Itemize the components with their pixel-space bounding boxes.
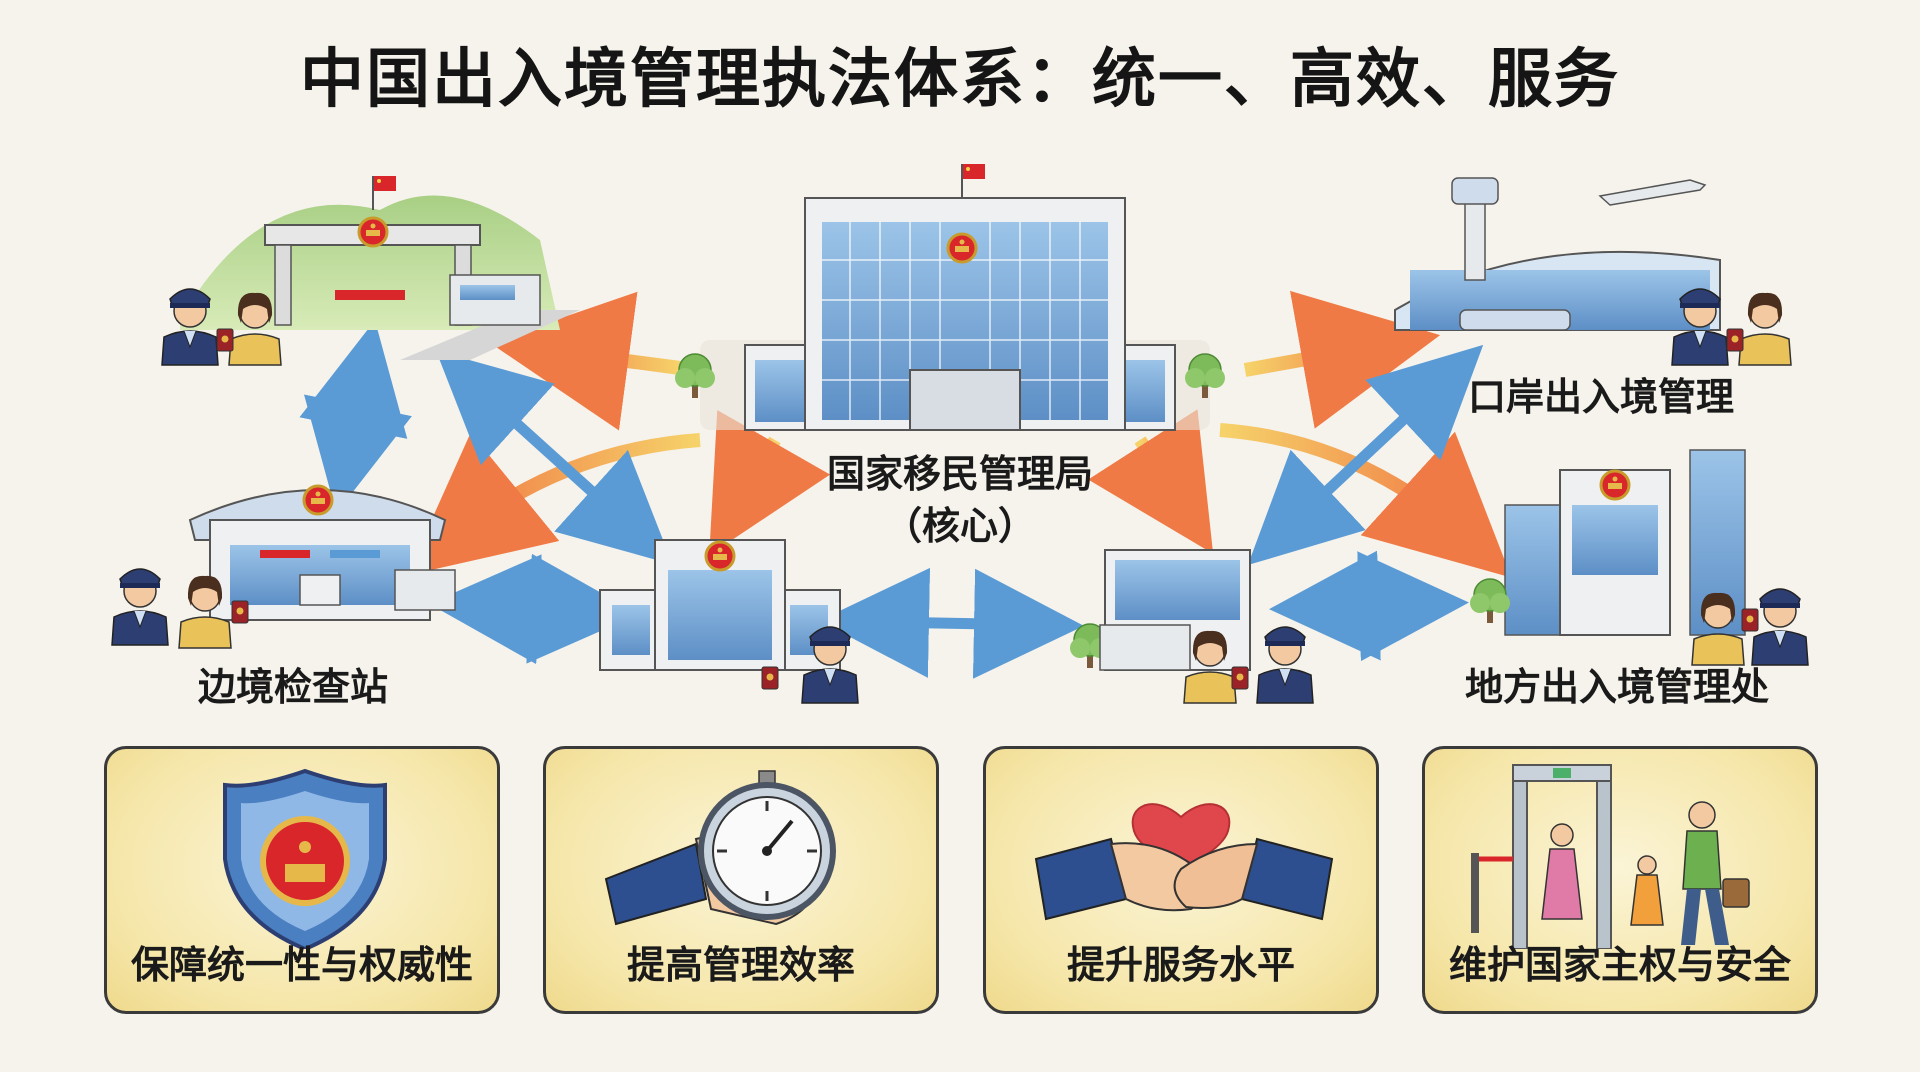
benefit-card-efficiency: 提高管理效率: [543, 746, 939, 1014]
benefit-card-service: 提升服务水平: [983, 746, 1379, 1014]
border-checkpoint-gate-scene: [161, 175, 580, 366]
national-immigration-hq-building: [674, 163, 1226, 431]
port-node-label: 口岸出入境管理: [1468, 375, 1735, 419]
arrow-center-to-border-checkpoint: [489, 291, 681, 431]
arrow-center-to-local-office: [1219, 423, 1512, 578]
benefit-card-sovereignty: 维护国家主权与安全: [1422, 746, 1818, 1014]
arrow-left-diagonal: [436, 350, 673, 565]
benefit-card-unity: 保障统一性与权威性: [104, 746, 500, 1014]
arrow-center-to-border-station: [406, 432, 701, 576]
page-title: 中国出入境管理执法体系：统一、高效、服务: [300, 43, 1620, 117]
shield-emblem-icon: [223, 768, 387, 949]
city-office-building-right: [1069, 549, 1314, 704]
border-node-label: 边境检查站: [198, 665, 389, 709]
stopwatch-icon: [604, 770, 836, 926]
border-inspection-station-building: [111, 484, 456, 649]
security-gate-icon: [1471, 764, 1750, 949]
arrow-center-to-city-office-left: [709, 410, 831, 556]
city-office-building-left: [599, 539, 859, 704]
center-node-name: 国家移民管理局: [826, 452, 1093, 496]
benefit-card-service-label: 提升服务水平: [1066, 943, 1295, 987]
center-node-label: 国家移民管理局 （核心）: [810, 448, 1110, 552]
local-node-label: 地方出入境管理处: [1465, 665, 1770, 709]
arrow-border-pair: [299, 320, 412, 514]
arrow-center-to-city-office-right: [1088, 409, 1214, 554]
airport-port-scene: [1394, 177, 1792, 366]
arrow-right-horizontal: [1269, 550, 1469, 662]
benefit-card-efficiency-label: 提高管理效率: [626, 943, 855, 987]
center-node-subtitle: （核心）: [883, 504, 1036, 548]
benefit-card-sovereignty-label: 维护国家主权与安全: [1448, 943, 1791, 987]
arrow-right-diagonal: [1247, 344, 1484, 566]
arrow-center-to-port: [1243, 290, 1441, 429]
arrow-left-horizontal: [429, 553, 639, 665]
arrow-middle-horizontal: [819, 567, 1084, 679]
handshake-heart-icon: [1034, 803, 1334, 921]
connection-arrows: [299, 290, 1512, 679]
local-exit-entry-office-scene: [1469, 449, 1809, 666]
benefit-card-unity-label: 保障统一性与权威性: [130, 943, 473, 987]
